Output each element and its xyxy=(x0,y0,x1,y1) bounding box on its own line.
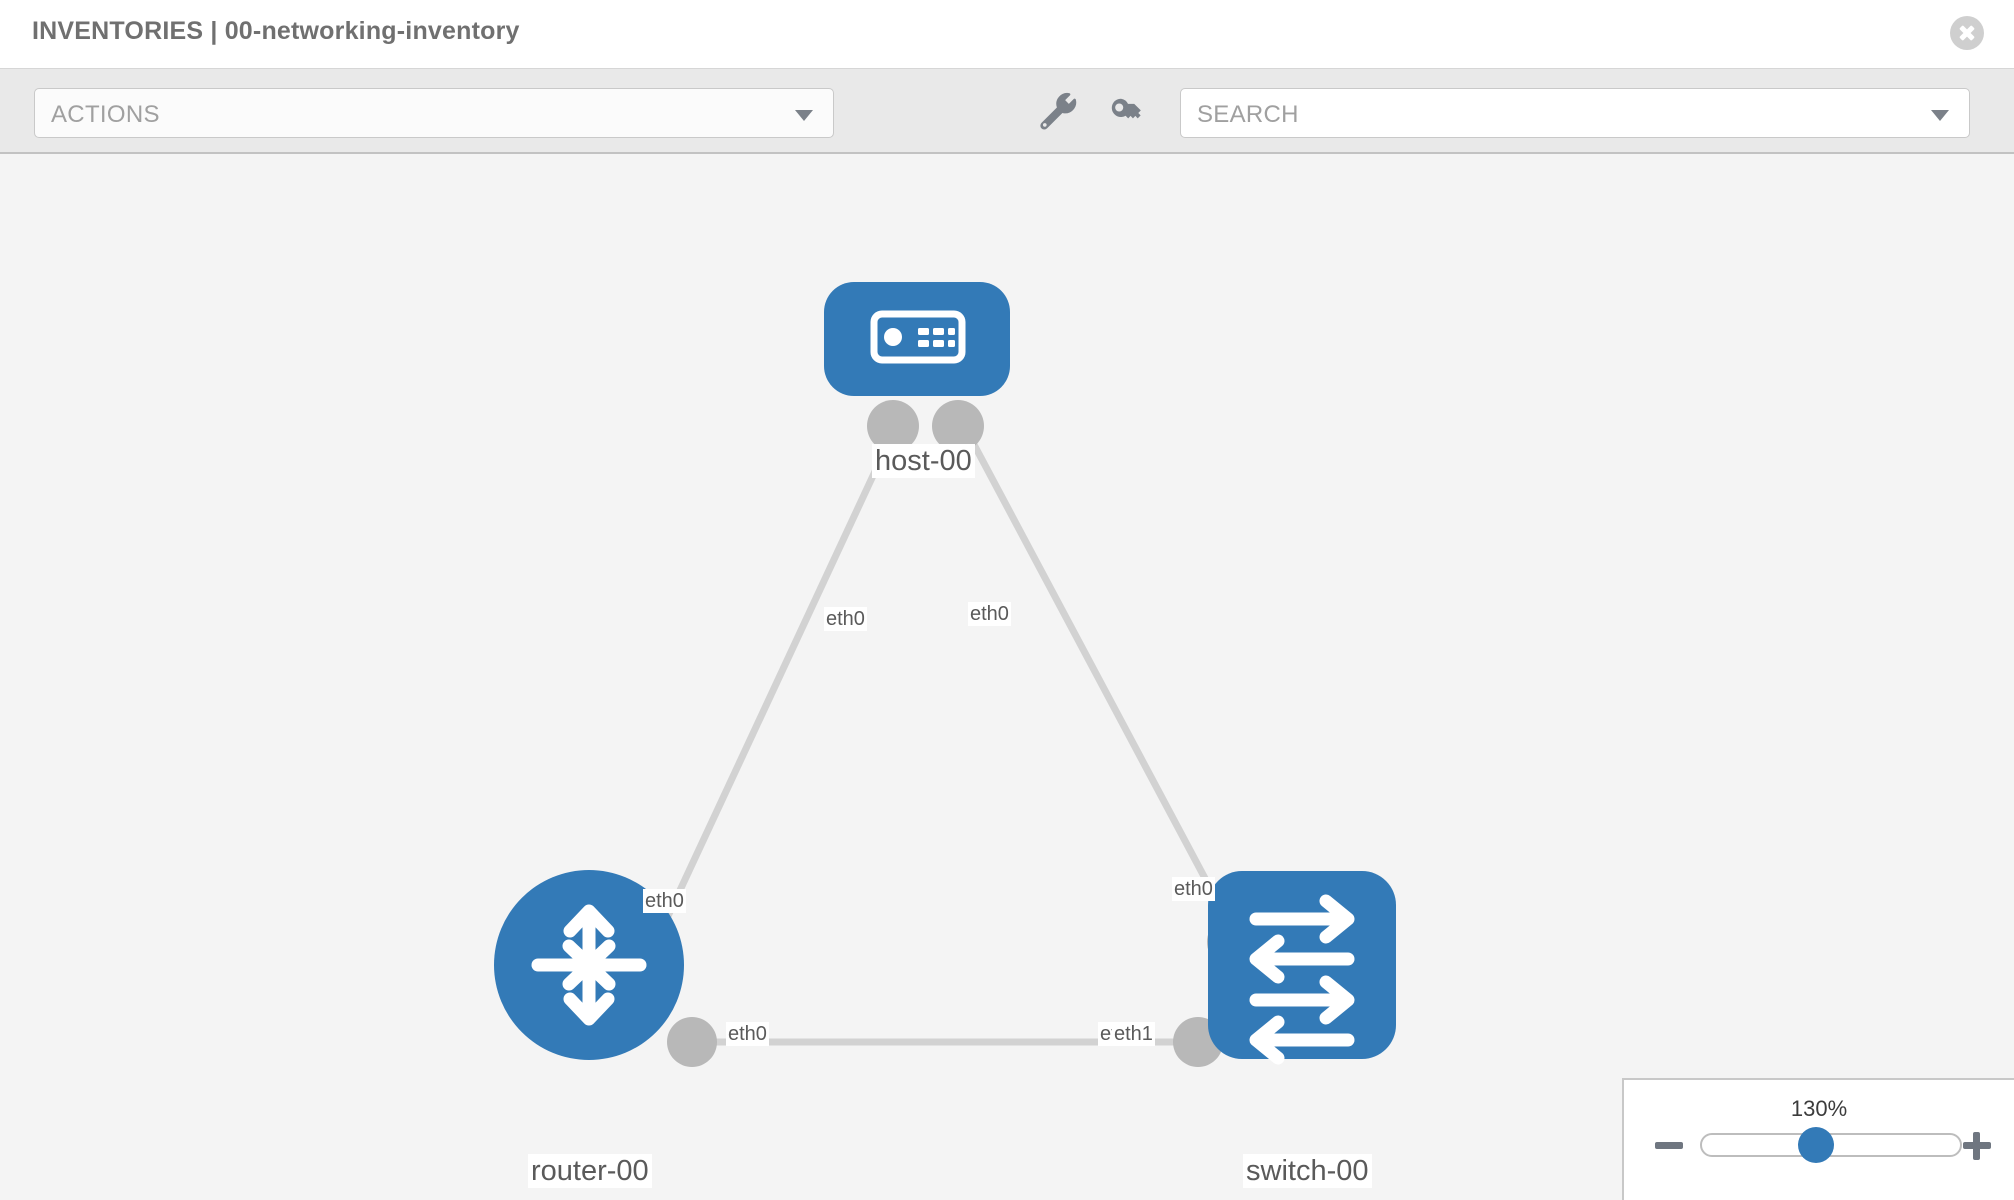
page-header: INVENTORIES | 00-networking-inventory xyxy=(0,0,2014,68)
topology-edges xyxy=(651,420,1236,1046)
handle-host-left xyxy=(867,400,919,452)
iface-label-switch-eth0-up: eth0 xyxy=(1172,877,1215,901)
actions-dropdown[interactable]: ACTIONS xyxy=(34,88,834,138)
zoom-control-panel: 130% xyxy=(1622,1078,2014,1200)
zoom-slider-thumb[interactable] xyxy=(1798,1127,1834,1163)
wrench-icon[interactable] xyxy=(1036,91,1080,135)
switch-arrows-icon xyxy=(1249,894,1355,1065)
search-input[interactable]: SEARCH xyxy=(1180,88,1970,138)
node-label-host-00: host-00 xyxy=(872,444,975,478)
router-arrows-icon xyxy=(531,904,647,1026)
node-switch-00 xyxy=(1208,871,1396,1065)
iface-label-host-eth0-left: eth0 xyxy=(824,607,867,631)
topology-graph xyxy=(494,282,1396,1067)
edge-host-router xyxy=(651,420,902,946)
node-router-00 xyxy=(494,870,684,1060)
server-icon xyxy=(870,310,966,364)
page-title: INVENTORIES | 00-networking-inventory xyxy=(32,17,520,45)
chevron-down-icon[interactable] xyxy=(1931,110,1949,121)
toolbar: ACTIONS SEARCH xyxy=(0,68,2014,154)
iface-label-host-eth0-right: eth0 xyxy=(968,602,1011,626)
iface-label-router-eth0-up: eth0 xyxy=(643,889,686,913)
handle-router-right xyxy=(667,1017,717,1067)
topology-canvas[interactable]: host-00 router-00 switch-00 eth0 eth0 et… xyxy=(0,154,2014,1200)
zoom-level-value: 130% xyxy=(1790,1096,1848,1121)
zoom-out-button[interactable] xyxy=(1652,1128,1686,1162)
node-host-00 xyxy=(824,282,1010,396)
key-icon[interactable] xyxy=(1106,91,1150,135)
actions-dropdown-label: ACTIONS xyxy=(51,101,160,128)
handle-host-right xyxy=(932,400,984,452)
iface-label-router-eth0-right: eth0 xyxy=(726,1022,769,1046)
iface-label-switch-eth1-left: eth1 xyxy=(1112,1022,1155,1046)
zoom-in-button[interactable] xyxy=(1960,1128,1994,1162)
edge-host-switch xyxy=(958,420,1236,931)
close-icon[interactable] xyxy=(1950,16,1984,50)
chevron-down-icon xyxy=(795,110,813,121)
node-label-switch-00: switch-00 xyxy=(1243,1154,1372,1188)
node-label-router-00: router-00 xyxy=(528,1154,652,1188)
search-placeholder: SEARCH xyxy=(1197,101,1299,128)
